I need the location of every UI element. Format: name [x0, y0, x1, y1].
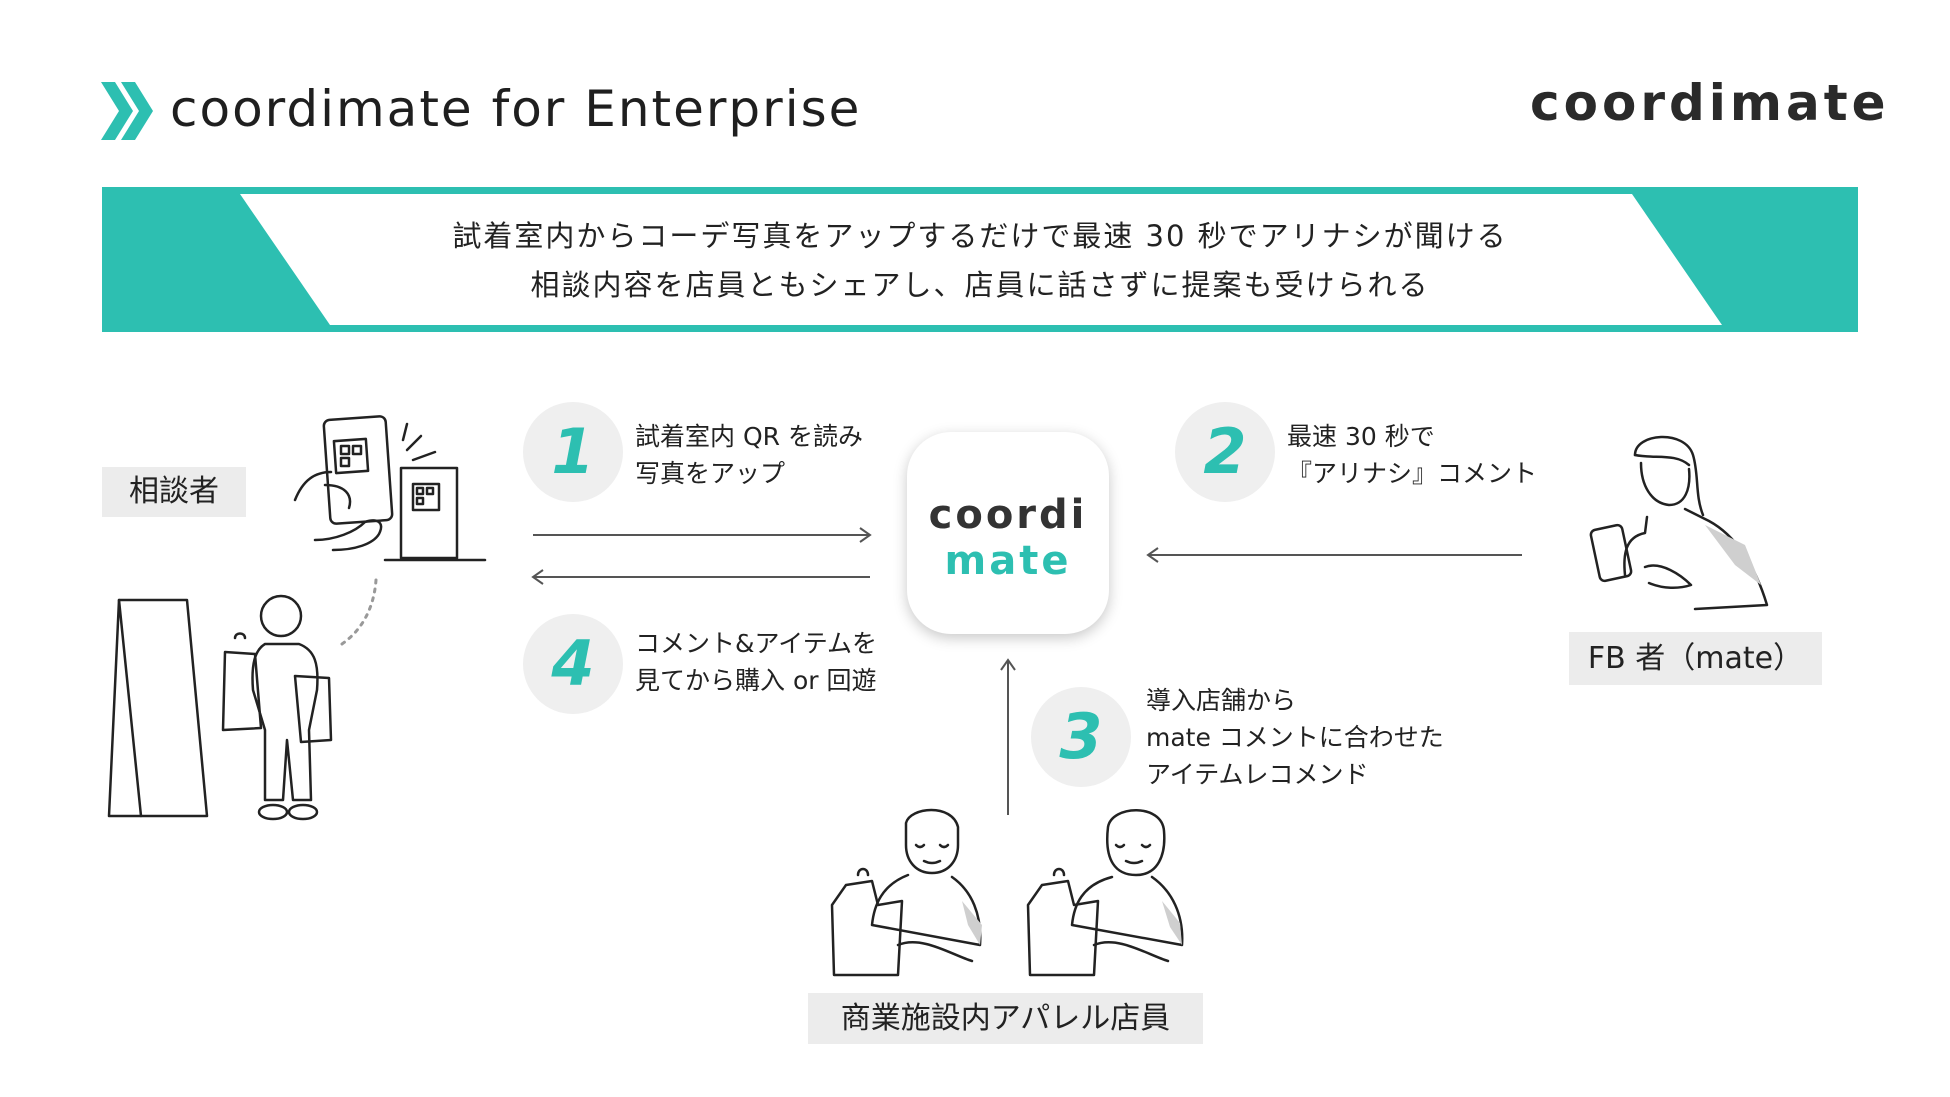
- banner-line-1: 試着室内からコーデ写真をアップするだけで最速 30 秒でアリナシが聞ける: [452, 219, 1508, 253]
- arrow-step-1: [533, 527, 872, 543]
- step-3-line-3: アイテムレコメンド: [1146, 760, 1369, 789]
- banner-background: [102, 187, 1858, 332]
- chevron-double-right-icon: [101, 82, 153, 140]
- arrow-step-4: [531, 569, 870, 585]
- arrow-step-3: [1000, 658, 1016, 815]
- brand-logo: coordimate: [1530, 74, 1890, 132]
- qr-phone-illustration: [293, 415, 487, 562]
- step-3-line-1: 導入店舗から: [1146, 686, 1297, 715]
- page-title: coordimate for Enterprise: [170, 80, 862, 138]
- step-4-line-1: コメント&アイテムを: [635, 629, 877, 658]
- fitting-room-illustration: [107, 594, 333, 821]
- shop-staff-illustration: [830, 808, 1184, 977]
- step-4-text: コメント&アイテムを 見てから購入 or 回遊: [635, 625, 877, 699]
- dotted-connector: [340, 578, 378, 646]
- step-2-number: 2: [1175, 402, 1275, 502]
- arrow-step-2: [1146, 547, 1522, 563]
- app-icon-line-2: mate: [944, 538, 1072, 584]
- banner-line-2: 相談内容を店員ともシェアし、店員に話さずに提案も受けられる: [530, 268, 1430, 302]
- fb-person-label: FB 者（mate）: [1569, 632, 1822, 685]
- step-2-text: 最速 30 秒で 『アリナシ』コメント: [1287, 418, 1537, 492]
- step-1-line-1: 試着室内 QR を読み: [635, 422, 863, 451]
- consultant-label: 相談者: [102, 467, 246, 517]
- step-4-line-2: 見てから購入 or 回遊: [635, 666, 877, 695]
- step-2-line-1: 最速 30 秒で: [1287, 422, 1435, 451]
- step-3-line-2: mate コメントに合わせた: [1146, 723, 1444, 752]
- step-3-text: 導入店舗から mate コメントに合わせた アイテムレコメンド: [1146, 682, 1444, 793]
- step-1-number: 1: [523, 402, 623, 502]
- step-4-number: 4: [523, 614, 623, 714]
- step-1-line-2: 写真をアップ: [635, 459, 786, 488]
- step-2-line-2: 『アリナシ』コメント: [1287, 459, 1538, 488]
- coordimate-app-icon: coordi mate: [907, 432, 1109, 634]
- step-3-number: 3: [1031, 687, 1131, 787]
- app-icon-line-1: coordi: [928, 492, 1088, 538]
- woman-phone-illustration: [1589, 435, 1769, 611]
- staff-label: 商業施設内アパレル店員: [808, 993, 1203, 1044]
- step-1-text: 試着室内 QR を読み 写真をアップ: [635, 418, 863, 492]
